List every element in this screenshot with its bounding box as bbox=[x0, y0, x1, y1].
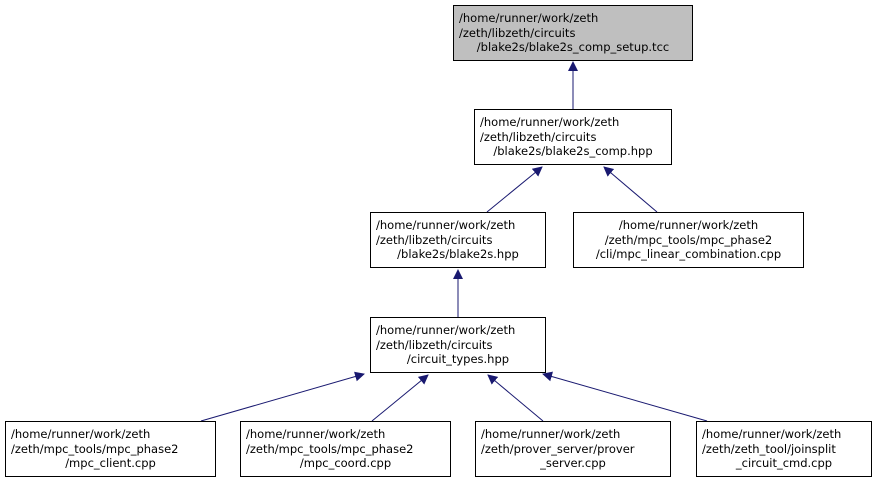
node-prover-server-cpp[interactable]: /home/runner/work/zeth /zeth/prover_serv… bbox=[475, 421, 671, 477]
node-joinsplit-circuit-cmd-cpp[interactable]: /home/runner/work/zeth /zeth/zeth_tool/j… bbox=[696, 421, 872, 477]
node-line: /zeth/libzeth/circuits bbox=[480, 129, 597, 144]
edge-client-to-circuit-types bbox=[200, 371, 365, 422]
node-line: /home/runner/work/zeth bbox=[459, 11, 599, 26]
node-line: /home/runner/work/zeth bbox=[376, 323, 516, 338]
node-line: /zeth/mpc_tools/mpc_phase2 bbox=[11, 441, 179, 456]
node-line: /zeth/mpc_tools/mpc_phase2 bbox=[246, 441, 414, 456]
node-line: /zeth/libzeth/circuits bbox=[459, 25, 576, 40]
node-line: /home/runner/work/zeth bbox=[702, 427, 842, 442]
node-line: /mpc_coord.cpp bbox=[299, 456, 392, 471]
edge-prover-to-circuit-types bbox=[487, 374, 544, 422]
edge-blake2s-to-comp bbox=[486, 166, 543, 213]
node-blake2s-comp-setup-tcc: /home/runner/work/zeth /zeth/libzeth/cir… bbox=[453, 5, 693, 61]
node-line: /zeth/prover_server/prover bbox=[481, 441, 635, 456]
edge-linear-to-comp bbox=[603, 166, 658, 213]
node-line: /home/runner/work/zeth bbox=[618, 218, 759, 233]
edge-joinsplit-to-circuit-types bbox=[542, 371, 708, 422]
node-line: /zeth/libzeth/circuits bbox=[376, 232, 493, 247]
node-line: /home/runner/work/zeth bbox=[376, 218, 516, 233]
node-line: /mpc_client.cpp bbox=[65, 456, 156, 471]
edge-coord-to-circuit-types bbox=[371, 374, 429, 422]
node-line: _server.cpp bbox=[540, 456, 606, 471]
node-line: /home/runner/work/zeth bbox=[480, 115, 620, 130]
node-mpc-coord-cpp[interactable]: /home/runner/work/zeth /zeth/mpc_tools/m… bbox=[240, 421, 451, 477]
node-line: /home/runner/work/zeth bbox=[246, 427, 386, 442]
node-line: /zeth/zeth_tool/joinsplit bbox=[702, 441, 836, 456]
node-line: _circuit_cmd.cpp bbox=[735, 456, 833, 471]
node-line: /blake2s/blake2s.hpp bbox=[397, 247, 519, 262]
node-line: /home/runner/work/zeth bbox=[481, 427, 621, 442]
node-line: /cli/mpc_linear_combination.cpp bbox=[595, 247, 782, 262]
node-blake2s-hpp[interactable]: /home/runner/work/zeth /zeth/libzeth/cir… bbox=[370, 212, 546, 268]
node-line: /circuit_types.hpp bbox=[406, 352, 510, 367]
node-mpc-linear-combination-cpp[interactable]: /home/runner/work/zeth /zeth/mpc_tools/m… bbox=[573, 212, 804, 268]
node-line: /home/runner/work/zeth bbox=[11, 427, 151, 442]
node-line: /blake2s/blake2s_comp.hpp bbox=[493, 144, 653, 159]
node-line: /blake2s/blake2s_comp_setup.tcc bbox=[476, 40, 670, 55]
node-line: /zeth/libzeth/circuits bbox=[376, 337, 493, 352]
node-mpc-client-cpp[interactable]: /home/runner/work/zeth /zeth/mpc_tools/m… bbox=[5, 421, 216, 477]
node-circuit-types-hpp[interactable]: /home/runner/work/zeth /zeth/libzeth/cir… bbox=[370, 317, 546, 373]
node-blake2s-comp-hpp[interactable]: /home/runner/work/zeth /zeth/libzeth/cir… bbox=[474, 109, 672, 165]
node-line: /zeth/mpc_tools/mpc_phase2 bbox=[604, 232, 773, 247]
